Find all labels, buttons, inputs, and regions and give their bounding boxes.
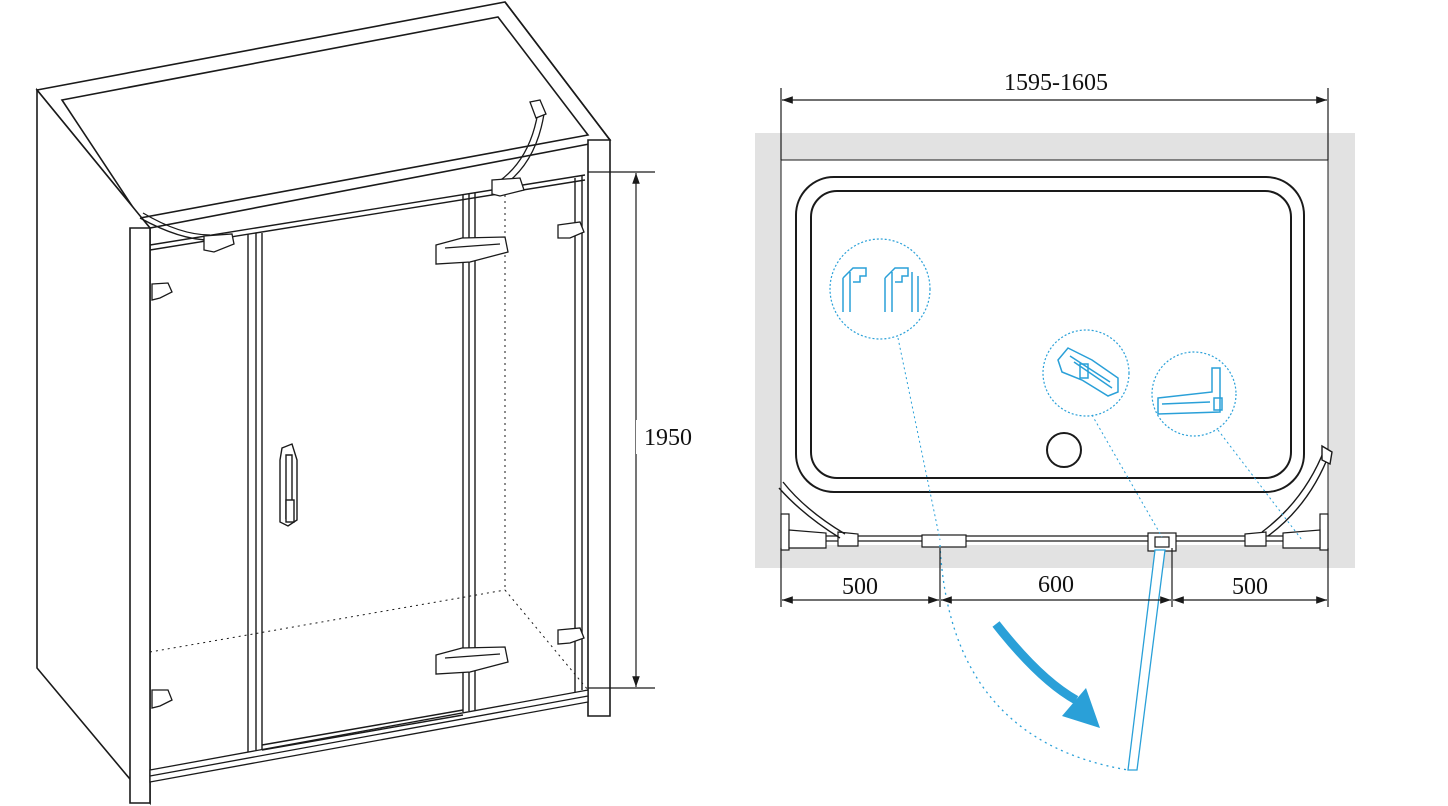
plan-fittings <box>780 513 1329 552</box>
swing-direction-arrow-icon <box>992 621 1079 704</box>
total-width-label: 1595-1605 <box>1004 70 1108 96</box>
detail-callouts <box>829 238 1303 541</box>
left-fixed-panel <box>247 233 263 752</box>
door-swing <box>939 544 1166 771</box>
wall-niche <box>35 1 612 806</box>
hinge-detail-callout <box>1042 329 1130 417</box>
plan-view: 1595-1605 500 600 500 <box>755 70 1355 771</box>
total-width-dimension-line <box>780 88 1329 160</box>
seal-detail-callout <box>829 238 931 340</box>
drain-icon <box>1046 432 1082 468</box>
left-panel-width-label: 500 <box>842 574 878 600</box>
right-fixed-panel <box>474 176 583 711</box>
plan-shower-tray <box>795 176 1305 493</box>
perspective-view: 1950 <box>35 1 698 806</box>
segment-dimension-lines <box>780 548 1329 607</box>
plan-glass-line <box>781 535 1328 542</box>
center-door <box>261 194 470 751</box>
door-hinges <box>435 236 509 675</box>
wall-brackets <box>151 221 585 709</box>
ceiling-supports <box>139 99 547 253</box>
shower-tray <box>149 195 589 783</box>
right-panel-width-label: 500 <box>1232 574 1268 600</box>
plan-ceiling-supports <box>778 444 1333 539</box>
door-width-label: 600 <box>1038 572 1074 598</box>
height-dimension-label: 1950 <box>644 425 692 451</box>
door-handle <box>279 443 298 527</box>
